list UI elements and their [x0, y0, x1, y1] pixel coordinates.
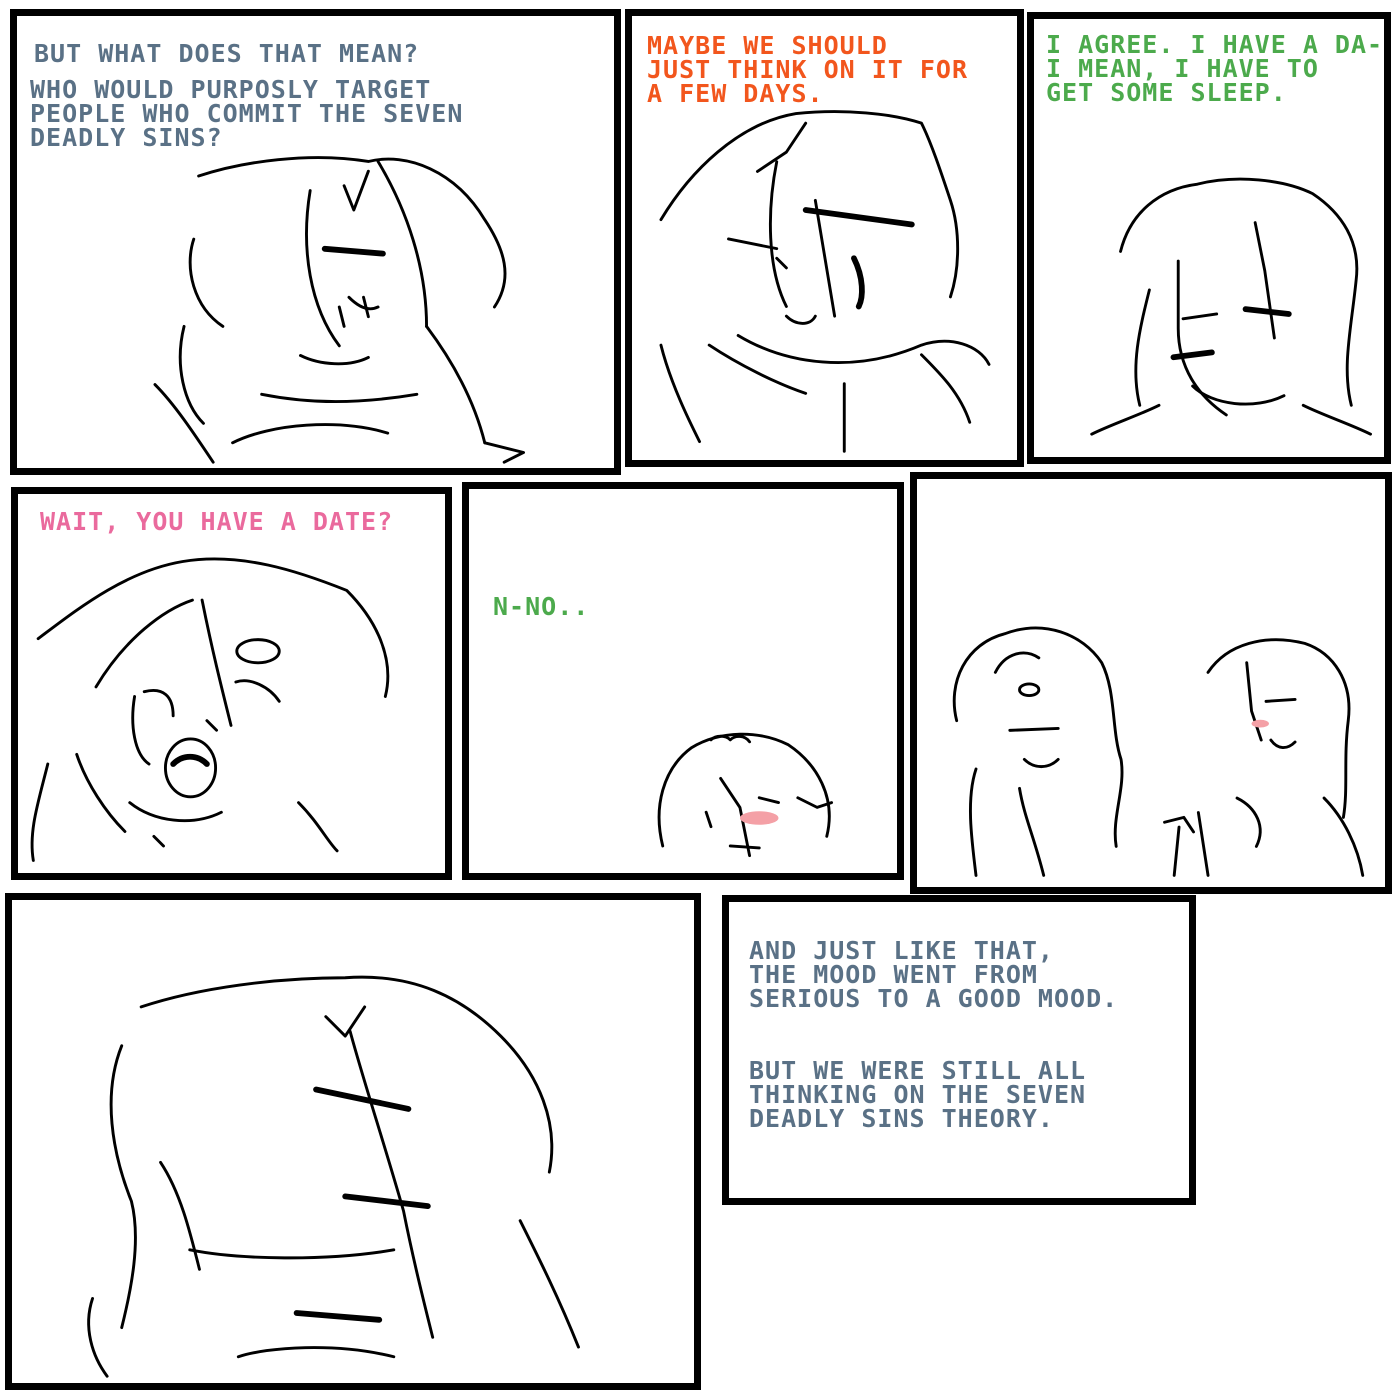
panel-7-character-drawing [87, 975, 580, 1378]
panel-1-character-drawing [153, 156, 526, 464]
panel-1-caption-line-1: BUT WHAT DOES THAT MEAN? [34, 39, 420, 68]
panel-8-narration-line-1: AND JUST LIKE THAT, THE MOOD WENT FROM S… [749, 936, 1119, 1013]
comic-panel-8-narration-box: AND JUST LIKE THAT, THE MOOD WENT FROM S… [722, 895, 1196, 1205]
panel-2-caption: MAYBE WE SHOULD JUST THINK ON IT FOR A F… [647, 31, 969, 108]
comic-panel-6 [910, 472, 1392, 894]
panel-4-character-drawing [30, 557, 390, 862]
comic-panel-1: BUT WHAT DOES THAT MEAN? WHO WOULD PURPO… [10, 9, 621, 475]
panel-8-narration-line-2: BUT WE WERE STILL ALL THINKING ON THE SE… [749, 1056, 1087, 1133]
comic-panel-3: I AGREE. I HAVE A DA- I MEAN, I HAVE TO … [1027, 12, 1391, 464]
panel-5-character-drawing [657, 732, 834, 858]
panel-3-caption: I AGREE. I HAVE A DA- I MEAN, I HAVE TO … [1046, 30, 1384, 107]
panel-1-caption-line-2: WHO WOULD PURPOSLY TARGET PEOPLE WHO COM… [30, 75, 464, 152]
comic-panel-7 [5, 893, 701, 1390]
panel-6-characters-drawing [952, 626, 1365, 877]
comic-panel-5: N-NO.. [462, 482, 904, 880]
panel-2-character-drawing [659, 110, 991, 453]
comic-panel-4: WAIT, YOU HAVE A DATE? [11, 487, 452, 880]
panel-4-caption: WAIT, YOU HAVE A DATE? [40, 507, 394, 536]
panel-3-character-drawing [1090, 177, 1372, 436]
comic-panel-2: MAYBE WE SHOULD JUST THINK ON IT FOR A F… [625, 9, 1024, 467]
panel-5-caption: N-NO.. [493, 592, 590, 621]
